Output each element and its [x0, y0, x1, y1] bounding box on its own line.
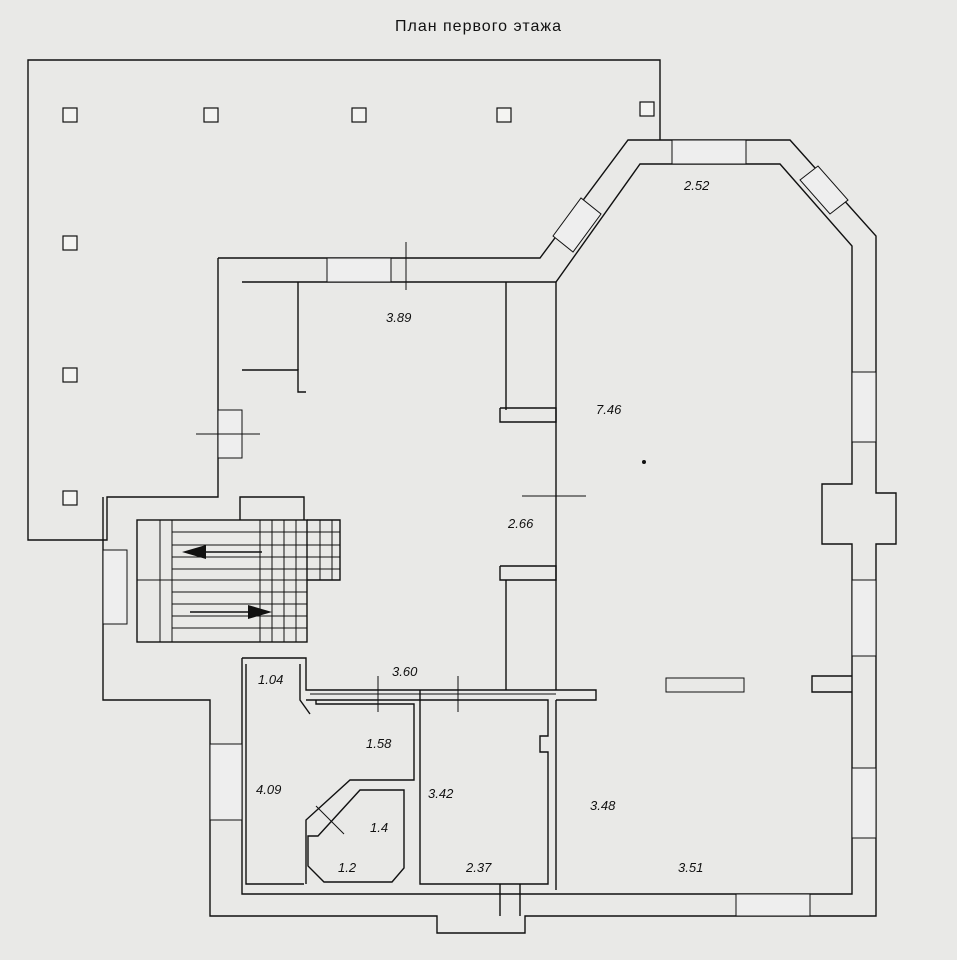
window: [671, 139, 747, 165]
label-small-room-1: 1.04: [258, 672, 283, 687]
column: [203, 107, 219, 123]
window: [799, 165, 849, 215]
window: [326, 257, 392, 283]
window: [851, 767, 877, 839]
center-mark: [642, 460, 646, 464]
window: [102, 549, 128, 625]
partitions: [136, 282, 852, 916]
label-top-bay-width: 2.52: [683, 178, 710, 193]
column: [62, 367, 78, 383]
label-bath-bottom: 1.2: [338, 860, 357, 875]
column: [62, 490, 78, 506]
label-middle-room-width: 2.37: [465, 860, 492, 875]
label-small-room-2: 1.58: [366, 736, 392, 751]
label-hall-top: 3.89: [386, 310, 411, 325]
door-marks: [196, 242, 586, 835]
label-corridor-bottom: 3.60: [392, 664, 418, 679]
label-right-room-width: 3.51: [678, 860, 703, 875]
column: [639, 101, 655, 117]
outer-wall: [102, 139, 897, 934]
window: [851, 371, 877, 443]
label-corridor-width: 2.66: [507, 516, 534, 531]
stair-arrow-left-icon: [182, 545, 262, 559]
window: [851, 579, 877, 657]
column: [62, 107, 78, 123]
label-middle-room-height: 3.42: [428, 786, 454, 801]
column: [62, 235, 78, 251]
label-living-room: 7.46: [596, 402, 622, 417]
label-right-room-height: 3.48: [590, 798, 616, 813]
window: [552, 197, 602, 253]
label-bath-side: 1.4: [370, 820, 388, 835]
column: [496, 107, 512, 123]
windows: [102, 139, 877, 917]
column: [351, 107, 367, 123]
label-left-room: 4.09: [256, 782, 281, 797]
terrace-columns: [62, 101, 655, 506]
plan-title: План первого этажа: [395, 18, 562, 35]
stair-treads: [137, 519, 341, 642]
stair-arrow-right-icon: [190, 605, 272, 619]
terrace-outline: [27, 59, 661, 541]
window: [209, 743, 243, 821]
window: [735, 893, 811, 917]
